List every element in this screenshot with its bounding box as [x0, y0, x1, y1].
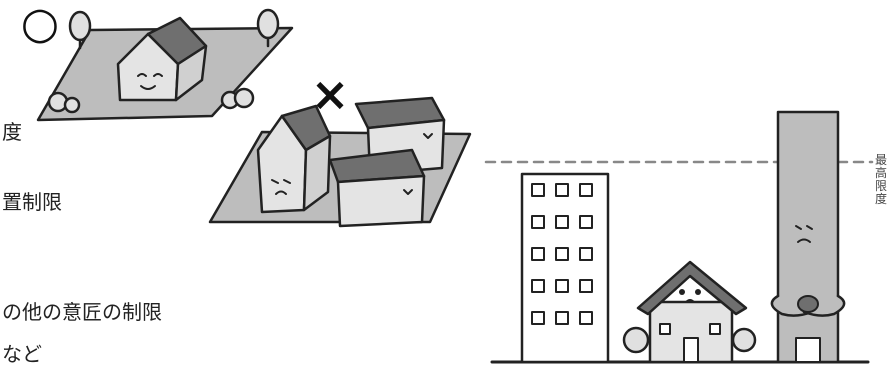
text-line-3: の他の意匠の制限 [2, 300, 162, 324]
text-line-2: 置制限 [2, 190, 62, 214]
small-house-character [622, 260, 757, 364]
bush-icon [622, 326, 650, 354]
tree-icon [256, 8, 280, 40]
max-height-label-char: 限 [874, 179, 887, 193]
sad-house [256, 104, 332, 214]
max-height-label: 最 高 限 度 [874, 154, 888, 206]
max-height-label-char: 最 [874, 153, 887, 167]
apartment-building [520, 172, 610, 364]
bush-icon [47, 91, 69, 113]
text-line-1: 度 [2, 120, 22, 144]
bush-icon [731, 327, 757, 353]
good-example-illustration: ○ [21, 0, 294, 122]
max-height-label-char: 度 [874, 192, 887, 206]
tall-tower-character [770, 110, 846, 364]
sad-house [328, 148, 426, 228]
happy-house [116, 16, 208, 102]
tree-icon [68, 10, 92, 42]
height-limit-illustration [484, 110, 874, 364]
max-height-label-char: 高 [874, 166, 887, 180]
good-mark-icon: ○ [21, 0, 59, 49]
bad-example-illustration: × [208, 67, 472, 228]
text-line-4: など [2, 342, 42, 366]
